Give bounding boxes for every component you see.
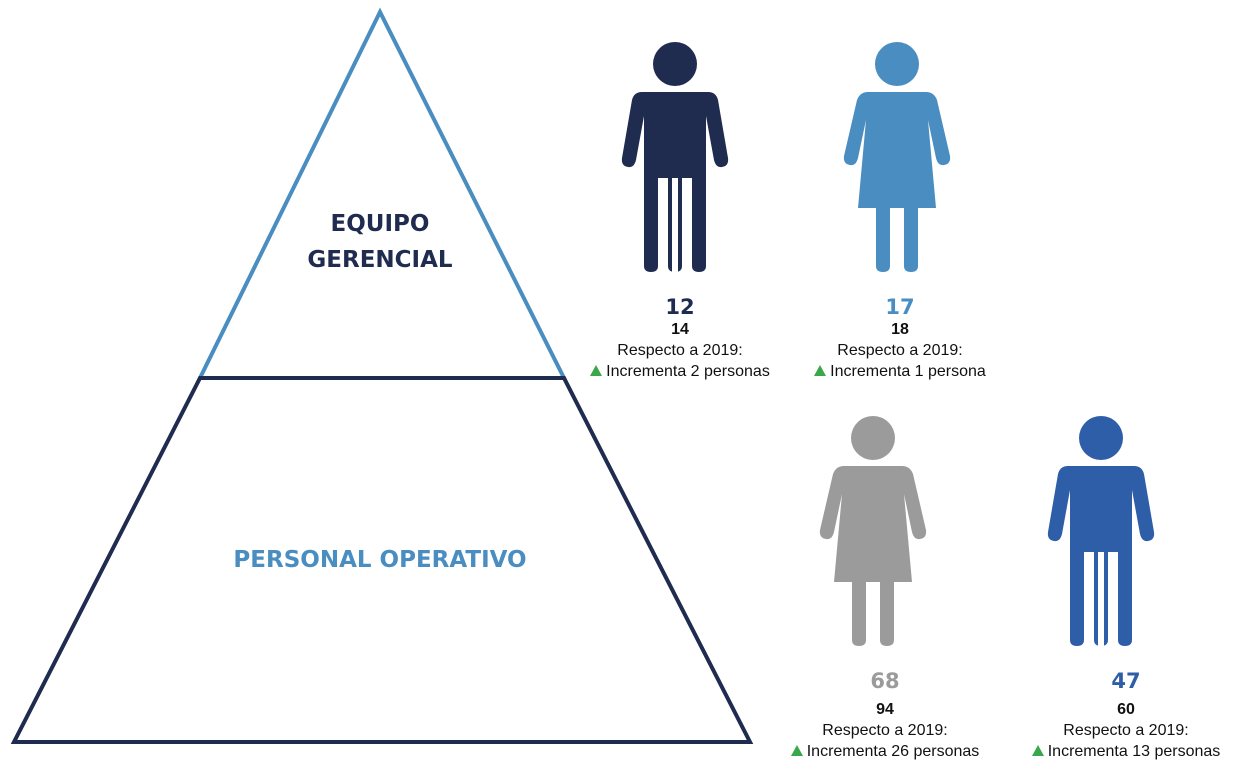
equipo-gerencial-line2: GERENCIAL [307,247,453,273]
comparison-label: Respecto a 2019: [617,342,743,359]
total-count: 14 [671,321,689,338]
comparison-label: Respecto a 2019: [822,722,948,739]
up-arrow-icon [814,365,827,376]
change-row: Incrementa 26 personas [765,741,1005,762]
personal-operativo-label: PERSONAL OPERATIVO [233,547,527,573]
equipo-gerencial-label: EQUIPO GERENCIAL [280,206,480,278]
change-text: Incrementa 26 personas [806,743,980,760]
current-count: 68 [870,669,900,693]
change-text: Incrementa 2 personas [606,363,770,380]
current-count: 47 [1111,669,1141,693]
man-icon [1047,416,1155,646]
comparison-label: Respecto a 2019: [837,342,963,359]
comparison-label: Respecto a 2019: [1063,722,1189,739]
stat-group-2: 17 18 Respecto a 2019: Incrementa 1 pers… [790,294,1010,382]
stat-group-1: 12 14 Respecto a 2019: Incrementa 2 pers… [565,294,795,382]
current-count: 12 [665,295,695,319]
equipo-gerencial-line1: EQUIPO [330,211,430,237]
total-count: 94 [876,701,894,718]
man-icon [621,42,729,272]
change-row: Incrementa 2 personas [565,361,795,382]
pyramid-top-tier [196,7,568,380]
stat-group-3: 68 94 Respecto a 2019: Incrementa 26 per… [765,668,1005,762]
up-arrow-icon [1031,745,1044,756]
total-count: 18 [891,321,909,338]
woman-icon [819,416,927,646]
current-count: 17 [885,295,915,319]
woman-icon [843,42,951,272]
up-arrow-icon [590,365,603,376]
pyramid-bottom-tier [10,376,754,744]
change-row: Incrementa 13 personas [1006,741,1246,762]
up-arrow-icon [790,745,803,756]
change-text: Incrementa 1 persona [830,363,986,380]
stat-group-4: 47 60 Respecto a 2019: Incrementa 13 per… [1006,668,1246,762]
total-count: 60 [1117,701,1135,718]
change-row: Incrementa 1 persona [790,361,1010,382]
change-text: Incrementa 13 personas [1047,743,1221,760]
